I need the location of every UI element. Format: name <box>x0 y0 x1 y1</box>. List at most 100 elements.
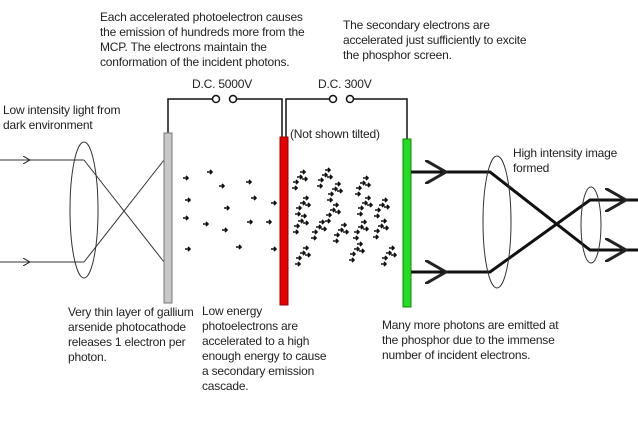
electron-arrow <box>325 218 332 224</box>
electron-arrow <box>312 229 319 235</box>
electron-arrow <box>349 257 356 263</box>
output-lens-1 <box>482 155 512 289</box>
electron-arrow <box>337 188 344 194</box>
output-lens-2 <box>580 186 602 264</box>
input-light-label: Low intensity light from dark environmen… <box>3 103 121 132</box>
electron-arrow <box>303 195 310 201</box>
electron-arrow <box>183 215 190 221</box>
electron-arrow <box>361 219 368 225</box>
phosphor-screen <box>402 138 412 308</box>
electron-arrow <box>379 202 386 208</box>
electron-arrow <box>292 185 299 191</box>
electron-arrow <box>185 246 192 252</box>
electron-arrow <box>341 222 348 228</box>
electron-arrow <box>358 205 365 211</box>
electron-arrow <box>382 255 389 261</box>
electron-arrow <box>381 261 388 267</box>
electron-arrow <box>236 244 243 250</box>
electron-arrow <box>363 226 370 232</box>
electron-arrow <box>333 202 340 208</box>
electron-arrow <box>298 218 305 224</box>
electron-arrow <box>297 174 304 180</box>
electron-arrow <box>338 227 345 233</box>
electron-arrow <box>332 186 339 192</box>
electron-arrow <box>251 195 258 201</box>
electron-arrow <box>303 245 310 251</box>
electron-arrow <box>356 185 363 191</box>
electron-arrow <box>328 191 335 197</box>
electron-arrow <box>322 172 329 178</box>
photocathode-plate <box>163 132 173 304</box>
electron-arrow <box>358 224 365 230</box>
electron-arrow <box>222 227 229 233</box>
electron-arrow <box>330 207 337 213</box>
mcp-note: Each accelerated photoelectron causes th… <box>100 10 305 69</box>
phosphor-note: Many more photons are emitted at the pho… <box>382 318 559 362</box>
electron-arrow <box>271 246 278 252</box>
electron-arrow <box>381 218 388 224</box>
output-image-label: High intensity image formed <box>513 146 618 175</box>
electron-arrow <box>305 252 312 258</box>
electron-arrow <box>391 252 398 258</box>
electron-arrow <box>295 261 302 267</box>
electron-arrow <box>321 226 328 232</box>
voltage-300v-label: D.C. 300V <box>318 77 372 91</box>
electron-arrow <box>293 229 300 235</box>
electron-arrow <box>302 176 309 182</box>
electron-arrow <box>303 220 310 226</box>
input-lens <box>69 141 99 279</box>
electron-arrow <box>271 200 278 206</box>
electron-arrow <box>335 181 342 187</box>
electron-arrow <box>382 197 389 203</box>
input-light-rays <box>0 160 165 262</box>
mcp-plate <box>279 136 289 306</box>
electron-arrow <box>305 202 312 208</box>
electron-arrow <box>343 229 350 235</box>
photocathode-note: Very thin layer of gallium arsenide phot… <box>68 305 194 364</box>
electron-arrow <box>359 248 366 254</box>
electron-arrow <box>319 219 326 225</box>
electron-arrow <box>293 179 300 185</box>
electron-arrow <box>295 211 302 217</box>
electron-arrow <box>296 255 303 261</box>
electron-arrow <box>374 213 381 219</box>
electron-arrow <box>327 197 334 203</box>
electron-arrow <box>311 235 318 241</box>
electron-arrow <box>334 232 341 238</box>
electron-arrow <box>325 167 332 173</box>
photoelectron-note: Low energy photoelectrons are accelerate… <box>202 304 327 393</box>
electron-arrow <box>365 195 372 201</box>
electron-arrow <box>383 225 390 231</box>
electron-arrow <box>357 211 364 217</box>
electron-arrow <box>183 175 190 181</box>
electron-arrow <box>219 183 226 189</box>
not-tilted-label: (Not shown tilted) <box>290 127 380 141</box>
electron-arrow <box>365 182 372 188</box>
electron-arrow <box>185 197 192 203</box>
circuit-wires <box>167 94 408 139</box>
electron-arrow <box>353 235 360 241</box>
secondary-note: The secondary electrons are accelerated … <box>343 18 527 62</box>
electron-arrow <box>362 200 369 206</box>
electron-arrow <box>246 179 253 185</box>
electron-arrow <box>247 219 254 225</box>
voltage-5000v-label: D.C. 5000V <box>192 77 253 91</box>
electron-arrow <box>354 246 361 252</box>
electron-arrow <box>326 212 333 218</box>
electrons <box>183 167 398 267</box>
electron-arrow <box>327 174 334 180</box>
electron-arrow <box>354 229 361 235</box>
electron-arrow <box>294 223 301 229</box>
electron-arrow <box>386 250 393 256</box>
electron-arrow <box>360 180 367 186</box>
electron-arrow <box>224 205 231 211</box>
electron-arrow <box>384 204 391 210</box>
electron-arrow <box>355 191 362 197</box>
electron-arrow <box>363 175 370 181</box>
electron-arrow <box>301 213 308 219</box>
electron-arrow <box>316 224 323 230</box>
output-light-rays <box>411 172 638 272</box>
electron-arrow <box>207 169 214 175</box>
electron-arrow <box>373 234 380 240</box>
